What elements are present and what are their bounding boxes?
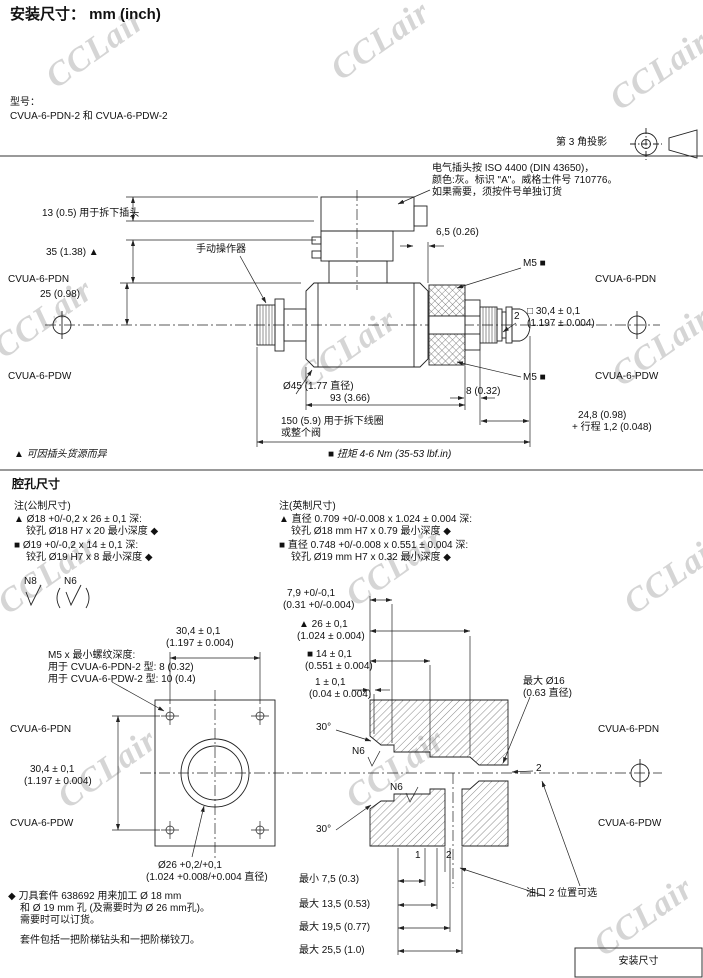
plug-note-line1: 电气插头按 ISO 4400 (DIN 43650)，	[432, 163, 595, 174]
cavity-face-dimensions	[111, 652, 261, 858]
inch-note-line2: 铰孔 Ø18 mm H7 x 0.79 最小深度 ◆	[291, 526, 451, 537]
angle-30-top-label: 30°	[316, 722, 332, 733]
dim-max-25-5-label: 最大 25,5 (1.0)	[299, 945, 365, 956]
dim-max-13-5-label: 最大 13,5 (0.53)	[299, 899, 371, 910]
valve-dimension-lines	[120, 189, 531, 447]
tool-kit-note-line4: 套件包括一把阶梯钻头和一把阶梯铰刀。	[20, 935, 200, 946]
cavity-section-view	[140, 699, 662, 888]
m5-thread-note-line1: M5 x 最小螺纹深度:	[48, 650, 136, 661]
dim-35-label: 35 (1.38) ▲	[46, 247, 99, 258]
dim-25-label: 25 (0.98)	[40, 289, 81, 300]
dim-dia26-line2: (1.024 +0.008/+0.004 直径)	[146, 872, 268, 883]
dim-26-line1: ▲ 26 ± 0,1	[299, 619, 348, 630]
dim-30-4-left-line1: 30,4 ± 0,1	[30, 764, 75, 775]
dim-150-line1: 150 (5.9) 用于拆下线圈	[281, 416, 384, 427]
metric-note-line2: 铰孔 Ø18 H7 x 20 最小深度 ◆	[26, 526, 159, 537]
plug-note-line2: 颜色:灰。标识 "A"。威格士件号 710776。	[432, 175, 618, 186]
tool-kit-note-line3: 需要时可以订货。	[20, 915, 100, 926]
dim-7-9-line2: (0.31 +0/-0.004)	[283, 600, 355, 611]
variant-pdn-right: CVUA-6-PDN	[595, 274, 657, 285]
dim-30-4-top-line2: (1.197 ± 0.004)	[166, 638, 234, 649]
dim-1-line1: 1 ± 0,1	[315, 677, 346, 688]
dim-6-5-label: 6,5 (0.26)	[436, 227, 479, 238]
variant-pdw-right-cavity: CVUA-6-PDW	[598, 818, 662, 829]
footnote-triangle: ▲ 可因插头货源而异	[14, 449, 107, 460]
roughness-n6-section-bore: N6	[390, 782, 403, 793]
variant-pdn-right-cavity: CVUA-6-PDN	[598, 724, 660, 735]
dim-dia45-label: Ø45 (1.77 直径)	[283, 381, 354, 392]
dim-26-line2: (1.024 ± 0.004)	[297, 631, 365, 642]
metric-note-line3: ■ Ø19 +0/-0,2 x 14 ± 0,1 深:	[14, 540, 139, 551]
port-position-note: 油口 2 位置可选	[526, 888, 598, 899]
dim-24-8-line1: 24,8 (0.98)	[578, 410, 627, 421]
dim-max-dia16-line2: (0.63 直径)	[523, 688, 572, 699]
variant-pdn-left: CVUA-6-PDN	[8, 274, 70, 285]
page-title: 安装尺寸： mm (inch)	[10, 6, 161, 23]
dim-93-label: 93 (3.66)	[330, 393, 371, 404]
angle-30-bottom-label: 30°	[316, 824, 332, 835]
m5-bottom-label: M5 ■	[523, 372, 546, 383]
dim-30-4-left-line2: (1.197 ± 0.004)	[24, 776, 92, 787]
cavity-section-dimensions	[335, 596, 581, 955]
dim-dia26-line1: Ø26 +0,2/+0,1	[158, 860, 222, 871]
tool-kit-note-line1: ◆ 刀具套件 638692 用来加工 Ø 18 mm	[8, 891, 182, 902]
roughness-n6-section-top: N6	[352, 746, 365, 757]
section-separators	[0, 155, 703, 471]
m5-thread-note-line3: 用于 CVUA-6-PDW-2 型: 10 (0.4)	[48, 674, 196, 685]
metric-note-line4: 铰孔 Ø19 H7 x 8 最小深度 ◆	[26, 552, 153, 563]
metric-note-title: 注(公制尺寸)	[14, 501, 71, 512]
dim-max-19-5-label: 最大 19,5 (0.77)	[299, 922, 371, 933]
variant-pdw-left: CVUA-6-PDW	[8, 371, 72, 382]
variant-pdw-left-cavity: CVUA-6-PDW	[10, 818, 74, 829]
dim-square-30-4-line2: (1.197 ± 0.004)	[527, 318, 595, 329]
port-2-bottom-label: 2	[446, 850, 452, 861]
port-1-label: 1	[415, 850, 421, 861]
cavity-heading: 腔孔尺寸	[12, 477, 61, 491]
dim-8-label: 8 (0.32)	[466, 386, 501, 397]
surface-roughness-symbols	[25, 584, 90, 609]
roughness-n8-label: N8	[24, 576, 37, 587]
m5-top-label: M5 ■	[523, 258, 546, 269]
footer-box-label: 安装尺寸	[618, 956, 659, 967]
dim-7-9-line1: 7,9 +0/-0,1	[287, 588, 336, 599]
dim-13-label: 13 (0.5) 用于拆下插头	[42, 208, 140, 219]
footnote-torque: ■ 扭矩 4-6 Nm (35-53 lbf.in)	[328, 449, 452, 460]
dim-24-8-line2: + 行程 1,2 (0.048)	[572, 422, 652, 433]
dim-min-7-5-label: 最小 7,5 (0.3)	[299, 874, 360, 885]
inch-note-title: 注(英制尺寸)	[279, 501, 336, 512]
plug-note-line3: 如果需要，须按件号单独订货	[432, 187, 562, 198]
footer-title-block	[574, 947, 703, 978]
variant-pdw-right: CVUA-6-PDW	[595, 371, 659, 382]
model-value: CVUA-6-PDN-2 和 CVUA-6-PDW-2	[10, 111, 168, 122]
inch-note-line3: ■ 直径 0.748 +0/-0.008 x 0.551 ± 0.004 深:	[279, 540, 469, 551]
variant-pdn-left-cavity: CVUA-6-PDN	[10, 724, 72, 735]
m5-thread-note-line2: 用于 CVUA-6-PDN-2 型: 8 (0.32)	[48, 662, 194, 673]
port-2-label-valve: 2	[514, 311, 520, 322]
dim-1-line2: (0.04 ± 0.004)	[309, 689, 372, 700]
projection-label: 第 3 角投影	[556, 137, 608, 148]
port-2-side-label: 2	[536, 763, 542, 774]
dim-150-line2: 或整个阀	[281, 428, 321, 439]
roughness-n6-label: N6	[64, 576, 77, 587]
dim-14-line2: (0.551 ± 0.004)	[305, 661, 373, 672]
third-angle-projection-icon	[630, 128, 698, 160]
manual-operator-label: 手动操作器	[196, 244, 246, 255]
valve-side-view	[45, 190, 660, 368]
inch-note-line4: 铰孔 Ø19 mm H7 x 0.32 最小深度 ◆	[291, 552, 451, 563]
model-label: 型号：	[10, 97, 40, 108]
tool-kit-note-line2: 和 Ø 19 mm 孔 (及需要时为 Ø 26 mm孔)。	[20, 903, 211, 914]
inch-note-line1: ▲ 直径 0.709 +0/-0.008 x 1.024 ± 0.004 深:	[279, 514, 472, 525]
cavity-face-view	[154, 690, 276, 858]
dim-square-30-4-line1: □ 30,4 ± 0,1	[527, 306, 581, 317]
dim-30-4-top-line1: 30,4 ± 0,1	[176, 626, 221, 637]
metric-note-line1: ▲ Ø18 +0/-0,2 x 26 ± 0,1 深:	[14, 514, 142, 525]
dim-max-dia16-line1: 最大 Ø16	[523, 676, 565, 687]
dim-14-line1: ■ 14 ± 0,1	[307, 649, 352, 660]
